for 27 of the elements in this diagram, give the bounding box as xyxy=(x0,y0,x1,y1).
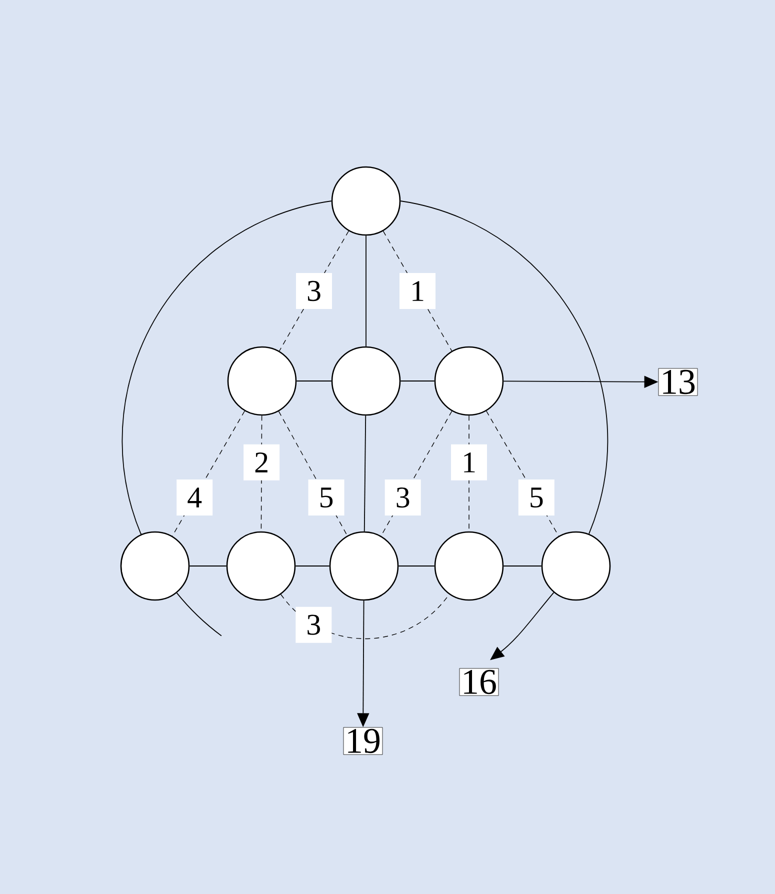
circle-node xyxy=(226,531,296,601)
connector-line xyxy=(400,380,435,382)
connector-line xyxy=(296,380,332,382)
number-box: 16 xyxy=(459,668,499,696)
edge-label: 4 xyxy=(176,480,213,516)
number-box: 13 xyxy=(658,368,698,396)
connector-line xyxy=(364,415,366,532)
circle-node xyxy=(120,531,190,601)
number-box: 19 xyxy=(343,727,383,755)
edge-label: 3 xyxy=(296,273,332,309)
circle-node xyxy=(227,346,297,416)
edge-label: 1 xyxy=(400,273,436,309)
arc-line xyxy=(400,200,608,534)
circle-node xyxy=(329,531,399,601)
edge-label: 5 xyxy=(518,480,554,516)
circle-node xyxy=(541,531,611,601)
arc-line xyxy=(122,200,332,535)
circle-node xyxy=(434,531,504,601)
edge-label: 1 xyxy=(451,444,487,480)
circle-node xyxy=(434,346,504,416)
arc-line xyxy=(176,592,222,636)
edge-label: 5 xyxy=(308,480,344,516)
edge-label: 3 xyxy=(384,480,421,516)
edge-label: 3 xyxy=(296,606,332,643)
edge-label: 2 xyxy=(244,444,280,480)
circle-node xyxy=(331,166,401,236)
circle-node xyxy=(331,346,401,416)
